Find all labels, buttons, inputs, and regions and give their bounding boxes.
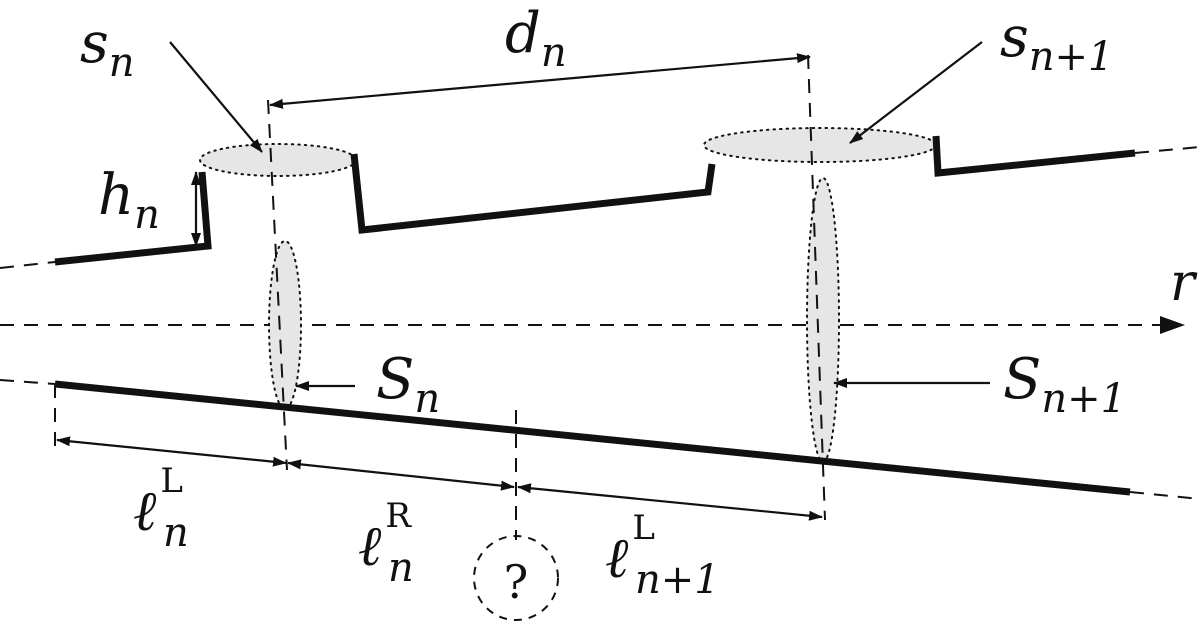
ref-line-s-n [267, 99, 288, 471]
label-S-n1: Sn+1 [1003, 347, 1126, 422]
label-l-R-n-sub: n [388, 545, 414, 591]
label-S-n: Sn [376, 347, 440, 422]
l-R-n-dimension-arrow [287, 459, 515, 491]
unknown-point-label: ? [504, 555, 529, 609]
s-n-pointer-arrow [169, 41, 263, 153]
label-h-n: hn [98, 163, 160, 238]
label-d-n: dn [505, 1, 567, 76]
l-L-n-dimension-arrow [56, 436, 287, 467]
r-axis-arrowhead [1160, 316, 1185, 334]
step-ellipse-s-n1 [703, 127, 937, 163]
label-l-L-n1-sub: n+1 [635, 557, 720, 603]
step-ellipse-s-n [199, 143, 357, 177]
label-l-L-n-sub: n [163, 510, 189, 556]
upper-wall-left-extension [0, 261, 56, 269]
l-L-n1-dimension-arrow [517, 483, 823, 521]
unknown-point-circle [473, 535, 559, 621]
label-s-n1: sn+1 [1000, 5, 1113, 80]
section-ellipse-S-n1 [806, 177, 840, 463]
lower-wall [54, 380, 1131, 496]
d-n-dimension-arrow [269, 53, 811, 109]
upper-wall-right-extension [1134, 146, 1200, 154]
lower-wall-right-extension [1129, 491, 1200, 500]
lower-wall-left-extension [0, 379, 56, 385]
section-ellipse-S-n [268, 240, 302, 410]
s-n1-pointer-arrow [849, 41, 983, 144]
label-s-n: sn [80, 11, 135, 86]
ref-line-s-n1 [807, 54, 826, 521]
upper-wall [54, 135, 1136, 266]
label-r: r [1170, 253, 1198, 313]
